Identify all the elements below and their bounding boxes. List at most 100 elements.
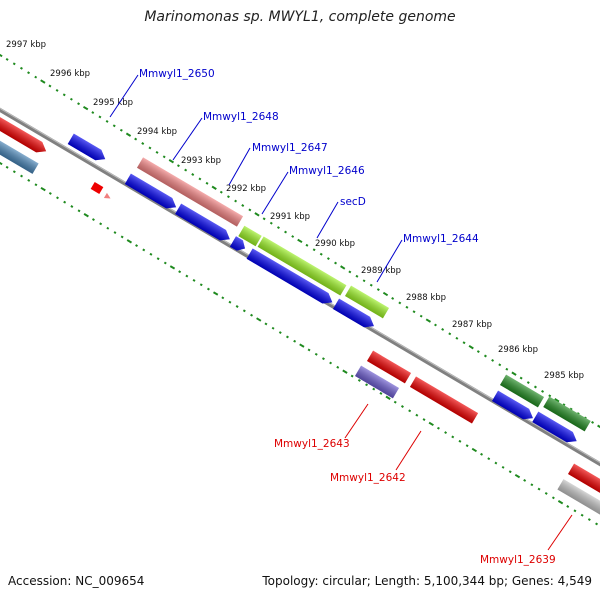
gene-feature[interactable] xyxy=(0,135,39,174)
minor-tick xyxy=(562,403,566,407)
minor-tick xyxy=(291,235,295,238)
minor-tick xyxy=(544,492,548,495)
major-tick xyxy=(126,239,133,244)
gene-feature[interactable] xyxy=(103,192,112,201)
gene-feature[interactable] xyxy=(499,374,545,408)
minor-tick xyxy=(48,192,52,195)
gene-feature[interactable] xyxy=(229,236,248,253)
minor-tick xyxy=(405,305,409,309)
label-leader-line xyxy=(376,239,403,283)
major-tick xyxy=(554,398,560,403)
gene-feature[interactable] xyxy=(543,396,591,432)
minor-tick xyxy=(205,181,209,185)
gene-feature[interactable] xyxy=(354,365,400,399)
minor-tick xyxy=(458,439,462,443)
minor-tick xyxy=(548,394,552,398)
reverse-gene-labels: Mmwyl1_2643 Mmwyl1_2642 Mmwyl1_2639 xyxy=(274,438,556,566)
gene-label-reverse[interactable]: Mmwyl1_2643 xyxy=(274,438,350,450)
gene-feature[interactable] xyxy=(246,248,336,307)
minor-tick xyxy=(551,496,555,500)
minor-tick xyxy=(5,165,9,169)
minor-tick xyxy=(455,336,459,340)
gene-feature[interactable] xyxy=(567,463,600,497)
minor-tick xyxy=(176,164,180,168)
gene-label-forward[interactable]: Mmwyl1_2644 xyxy=(403,233,479,245)
gene-label-reverse[interactable]: Mmwyl1_2642 xyxy=(330,472,406,484)
gene-label-forward[interactable]: Mmwyl1_2647 xyxy=(252,142,328,154)
major-tick xyxy=(125,132,132,137)
minor-tick xyxy=(372,387,376,391)
minor-tick xyxy=(198,177,202,181)
major-tick xyxy=(382,291,389,297)
gene-feature[interactable] xyxy=(409,376,479,424)
minor-tick xyxy=(63,200,67,204)
gene-feature[interactable] xyxy=(532,411,579,447)
gene-feature[interactable] xyxy=(90,182,104,194)
gene-label-forward[interactable]: Mmwyl1_2648 xyxy=(203,111,279,123)
gene-feature[interactable] xyxy=(491,390,536,424)
minor-tick xyxy=(278,331,282,334)
major-tick xyxy=(168,159,175,164)
gene-feature[interactable] xyxy=(332,298,377,332)
major-tick xyxy=(385,395,391,400)
label-leader-line xyxy=(172,117,203,161)
gene-label-forward[interactable]: Mmwyl1_2646 xyxy=(289,165,365,177)
minor-tick xyxy=(494,461,498,465)
tick-label: 2987 kbp xyxy=(452,320,492,330)
minor-tick xyxy=(221,296,225,300)
gene-feature[interactable] xyxy=(67,133,109,165)
minor-tick xyxy=(465,444,469,448)
major-tick xyxy=(211,185,217,190)
minor-tick xyxy=(276,226,280,230)
minor-tick xyxy=(119,128,123,132)
major-tick xyxy=(40,186,46,192)
major-tick xyxy=(557,500,564,505)
forward-label-leaders xyxy=(109,74,403,283)
gene-label-reverse[interactable]: Mmwyl1_2639 xyxy=(480,554,556,566)
minor-tick xyxy=(336,365,340,369)
gene-feature[interactable] xyxy=(0,114,49,156)
minor-tick xyxy=(112,124,116,128)
minor-tick xyxy=(448,332,452,336)
minor-tick xyxy=(576,412,580,415)
outer-tick-scale xyxy=(0,53,600,429)
minor-tick xyxy=(307,348,311,352)
minor-tick xyxy=(12,170,16,174)
minor-tick xyxy=(5,57,9,61)
minor-tick xyxy=(98,115,102,119)
tick-label: 2994 kbp xyxy=(137,127,177,137)
minor-tick xyxy=(20,174,24,178)
minor-tick xyxy=(505,367,509,371)
minor-tick xyxy=(12,62,16,66)
gene-feature[interactable] xyxy=(175,203,233,245)
minor-tick xyxy=(398,301,402,305)
minor-tick xyxy=(444,431,448,435)
tick-label: 2992 kbp xyxy=(226,184,266,194)
minor-tick xyxy=(70,205,74,208)
minor-tick xyxy=(264,322,268,326)
gene-feature[interactable] xyxy=(344,285,390,319)
gene-feature[interactable] xyxy=(136,157,244,227)
inner-tick-scale xyxy=(0,161,599,526)
tick-label: 2991 kbp xyxy=(270,212,310,222)
minor-tick xyxy=(156,257,160,261)
gene-feature[interactable] xyxy=(557,479,600,515)
gene-label-forward[interactable]: Mmwyl1_2650 xyxy=(139,68,215,80)
gene-feature[interactable] xyxy=(238,225,262,247)
tick-label: 2989 kbp xyxy=(361,266,401,276)
minor-tick xyxy=(334,261,338,265)
minor-tick xyxy=(523,478,527,482)
minor-tick xyxy=(480,452,484,456)
gene-label-forward[interactable]: secD xyxy=(340,196,366,208)
gene-feature[interactable] xyxy=(124,173,179,213)
gene-feature[interactable] xyxy=(257,236,347,296)
minor-tick xyxy=(162,155,166,159)
minor-tick xyxy=(55,88,59,92)
gene-feature[interactable] xyxy=(366,350,412,384)
minor-tick xyxy=(106,226,110,230)
minor-tick xyxy=(206,287,210,291)
minor-tick xyxy=(199,283,203,287)
major-tick xyxy=(471,447,478,453)
label-leader-line xyxy=(395,430,422,471)
